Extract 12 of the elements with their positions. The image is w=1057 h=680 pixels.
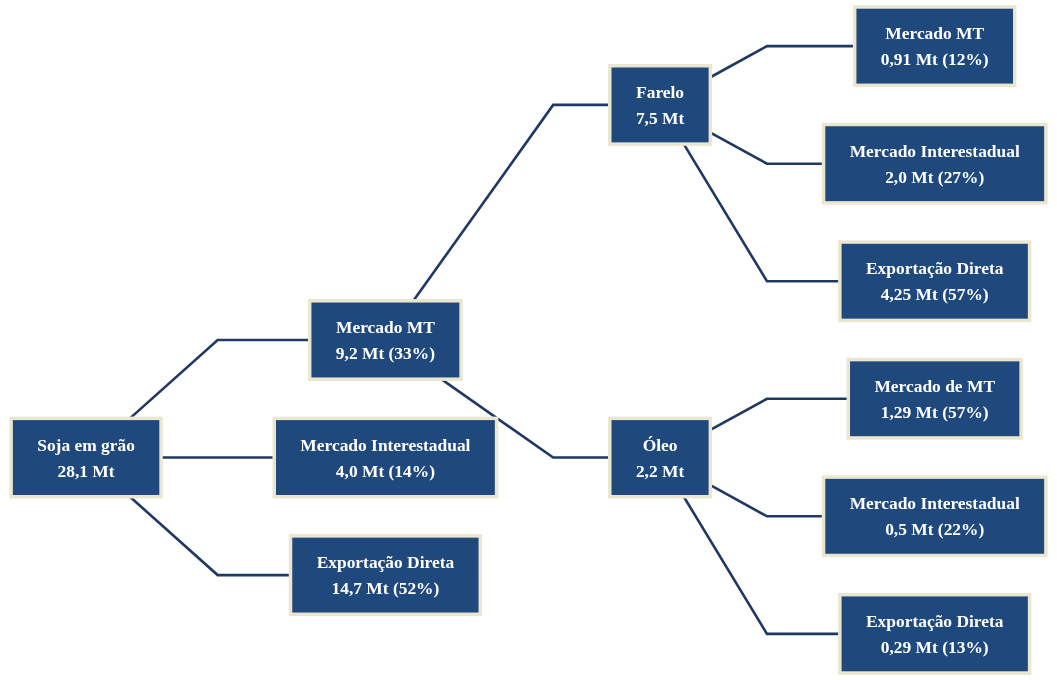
- node-box: Exportação Direta 14,7 Mt (52%): [288, 534, 482, 616]
- node-box: Exportação Direta 0,29 Mt (13%): [838, 592, 1032, 675]
- node-box: Exportação Direta 4,25 Mt (57%): [838, 240, 1032, 323]
- node-box: Mercado Interestadual 2,0 Mt (27%): [821, 122, 1048, 205]
- node-box: Mercado MT 0,91 Mt (12%): [852, 5, 1017, 88]
- node-box: Mercado de MT 1,29 Mt (57%): [846, 357, 1023, 440]
- node-box: Mercado Interestadual 0,5 Mt (22%): [821, 475, 1048, 558]
- node-box: Mercado MT 9,2 Mt (33%): [307, 299, 463, 381]
- node-box: Soja em grão 28,1 Mt: [9, 416, 163, 499]
- node-box: Farelo 7,5 Mt: [608, 64, 713, 146]
- node-box: Óleo 2,2 Mt: [608, 416, 713, 499]
- node-box: Mercado Interestadual 4,0 Mt (14%): [272, 416, 499, 499]
